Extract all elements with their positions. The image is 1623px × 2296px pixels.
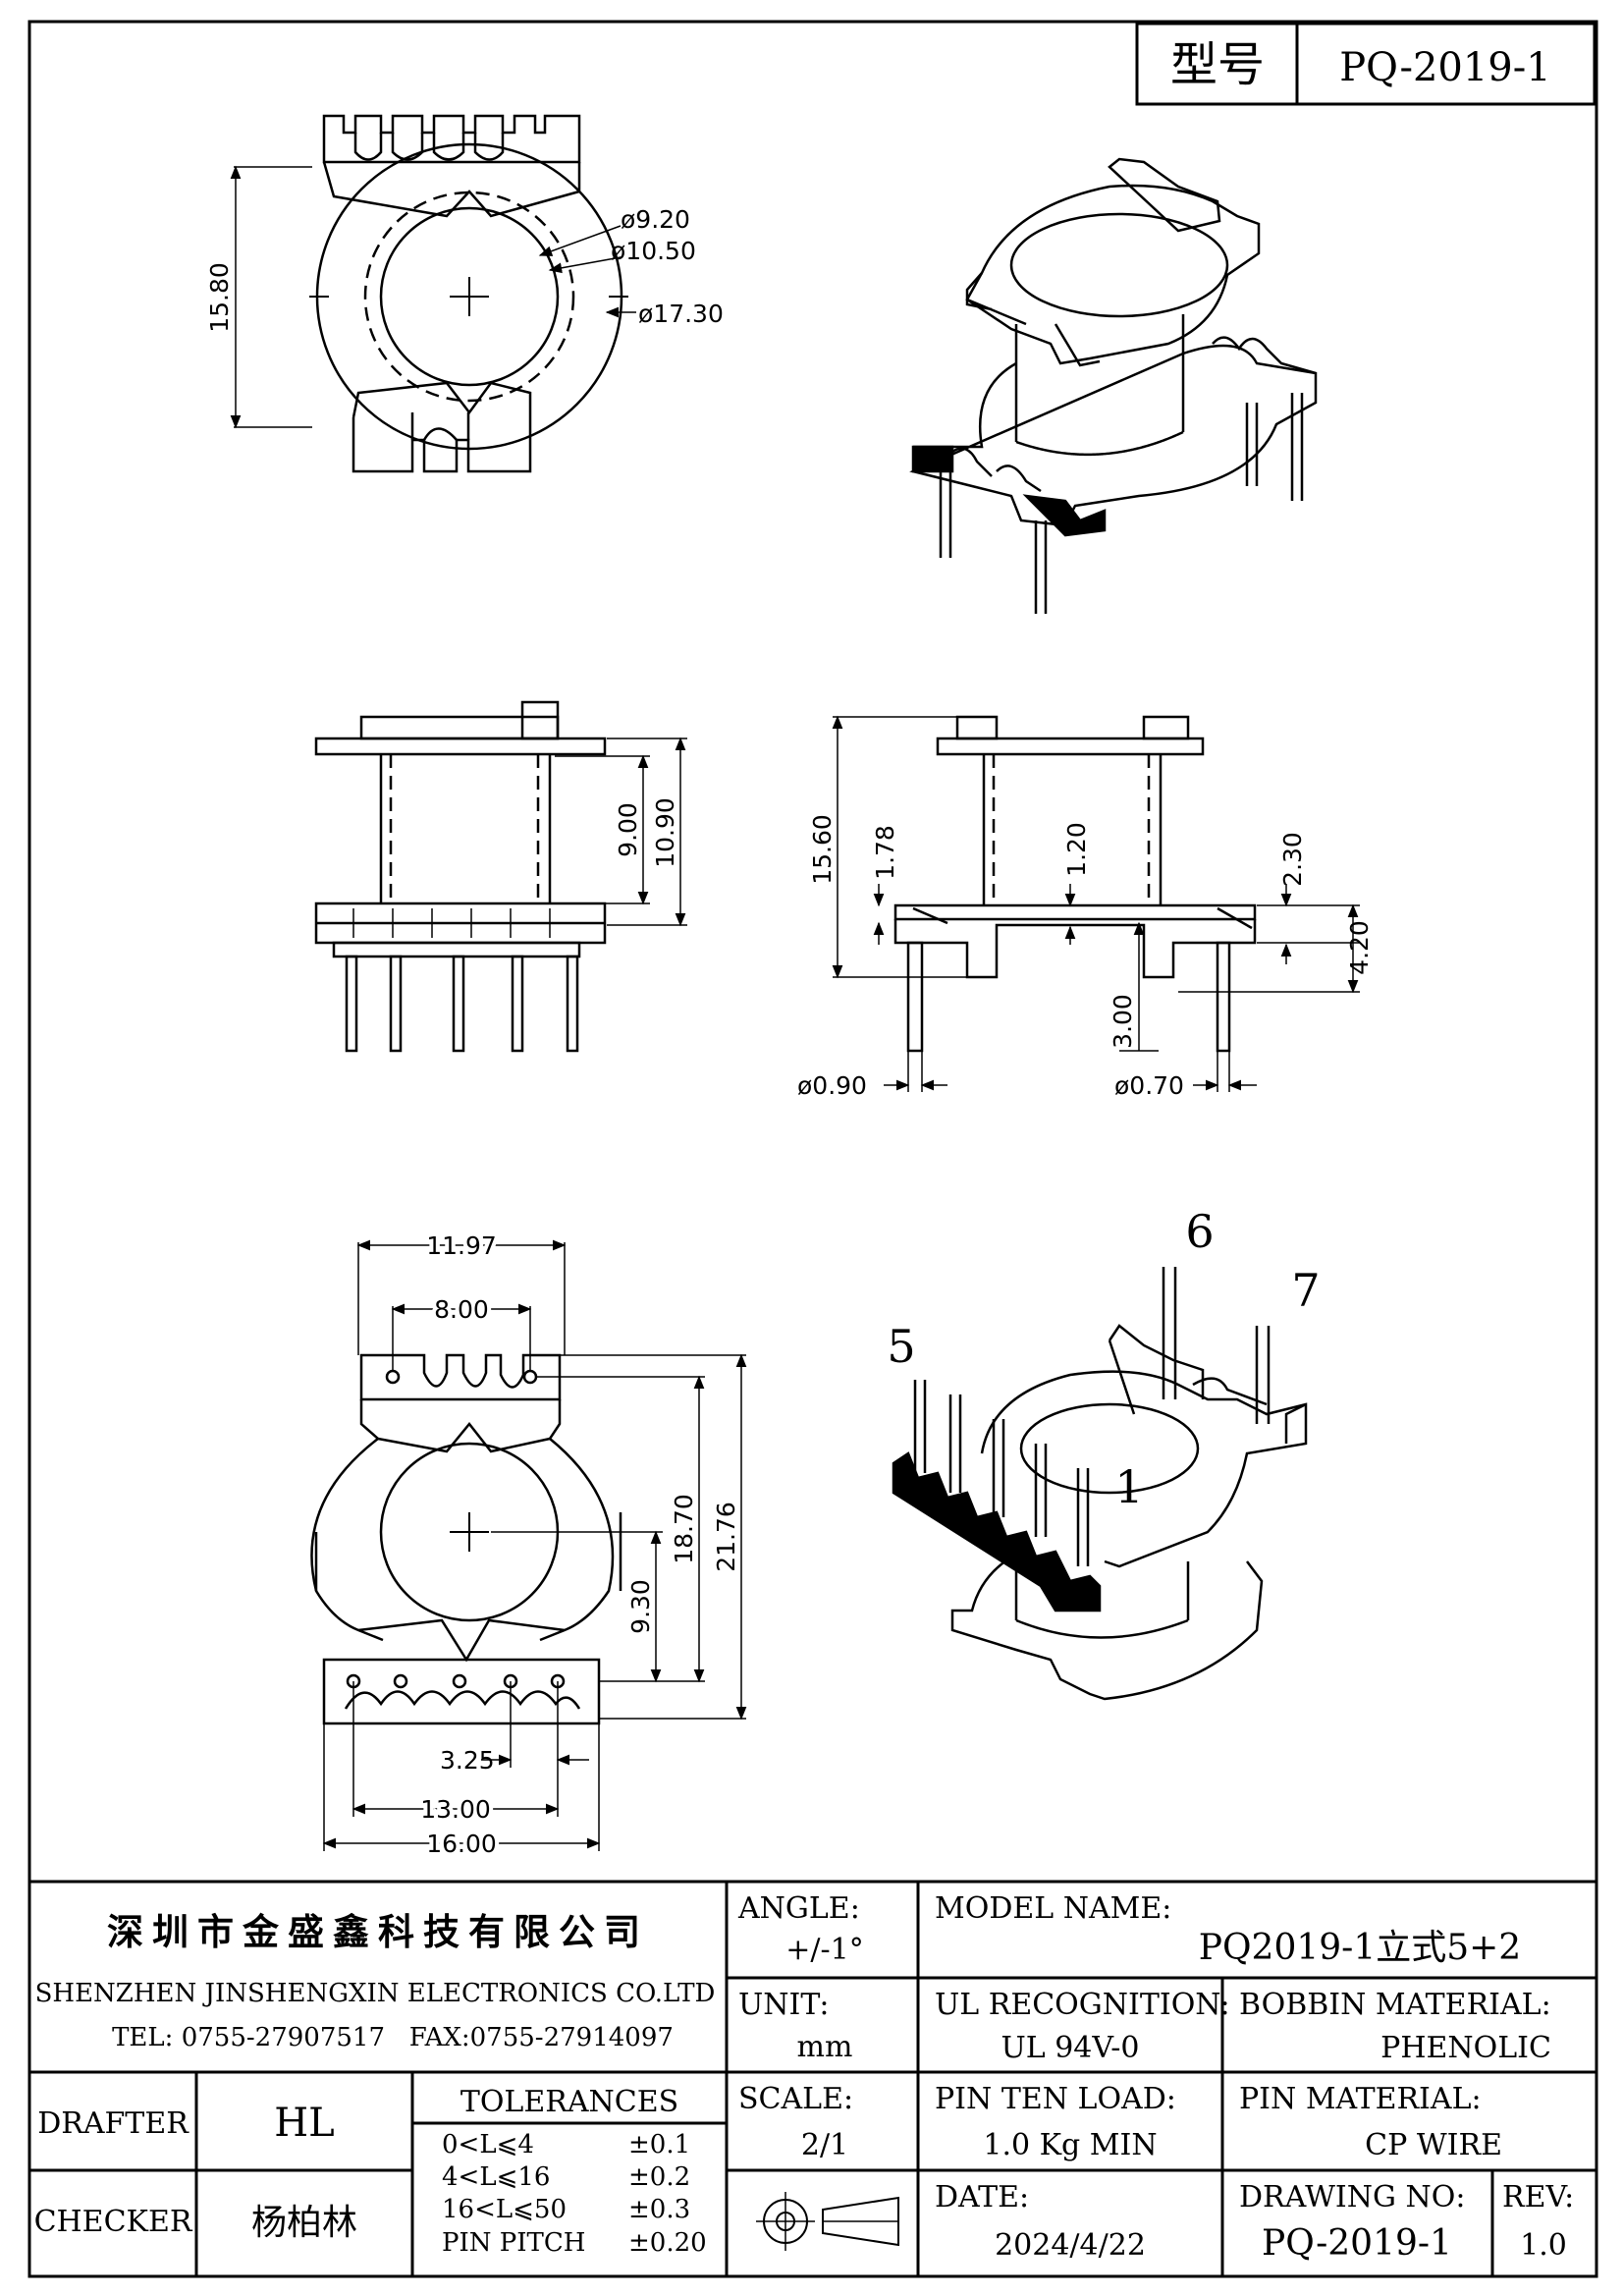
pin-ten-load-value: 1.0 Kg MIN bbox=[983, 2128, 1157, 2162]
rev-label: REV: bbox=[1502, 2180, 1574, 2214]
company-name-cn: 深圳市金盛鑫科技有限公司 bbox=[107, 1910, 649, 1953]
dim-top-height: 15.80 bbox=[205, 262, 234, 333]
drawing-no-value: PQ-2019-1 bbox=[1262, 2223, 1452, 2264]
drafter-value: HL bbox=[274, 2101, 334, 2146]
bottom-view bbox=[310, 1239, 747, 1851]
tolerance-value-2: ±0.2 bbox=[628, 2162, 690, 2192]
bobbin-material-value: PHENOLIC bbox=[1380, 2031, 1551, 2065]
bobbin-material-label: BOBBIN MATERIAL: bbox=[1239, 1988, 1551, 2022]
angle-label: ANGLE: bbox=[737, 1891, 860, 1926]
dim-front-inner: 9.00 bbox=[614, 802, 642, 857]
company-contact: TEL: 0755-27907517 FAX:0755-27914097 bbox=[112, 2023, 674, 2052]
dim-bottom-slot: 8.00 bbox=[434, 1295, 489, 1324]
dim-bottom-width-total: 16.00 bbox=[426, 1830, 497, 1858]
model-box: 型号 PQ-2019-1 bbox=[1135, 22, 1596, 106]
front-view bbox=[314, 700, 687, 1053]
checker-label: CHECKER bbox=[34, 2205, 193, 2239]
pin-material-label: PIN MATERIAL: bbox=[1239, 2082, 1482, 2116]
ul-label: UL RECOGNITION: bbox=[935, 1988, 1230, 2022]
title-block bbox=[29, 1880, 1596, 2276]
angle-value: +/-1° bbox=[785, 1933, 863, 1967]
dim-bottom-pitch: 3.25 bbox=[440, 1746, 495, 1775]
tolerance-range-3: 16<L⩽50 bbox=[442, 2195, 567, 2224]
iso-view-bottom bbox=[892, 1267, 1308, 1701]
dim-bottom-width-top: 11.97 bbox=[426, 1231, 497, 1260]
company-name-en: SHENZHEN JINSHENGXIN ELECTRONICS CO.LTD bbox=[35, 1979, 716, 2008]
unit-label: UNIT: bbox=[738, 1988, 829, 2022]
dim-top-d2: ø10.50 bbox=[611, 237, 696, 265]
dim-side-h1: 2.30 bbox=[1278, 832, 1307, 887]
date-value: 2024/4/22 bbox=[995, 2228, 1146, 2263]
dim-side-pin-d1: ø0.90 bbox=[797, 1071, 867, 1100]
pin-material-value: CP WIRE bbox=[1365, 2128, 1502, 2162]
dim-side-h2: 4.20 bbox=[1345, 920, 1374, 975]
date-label: DATE: bbox=[935, 2180, 1029, 2214]
checker-value: 杨柏林 bbox=[251, 2203, 357, 2243]
dim-bottom-h-outer: 21.76 bbox=[712, 1502, 740, 1572]
tolerance-value-4: ±0.20 bbox=[628, 2228, 707, 2258]
scale-value: 2/1 bbox=[801, 2128, 848, 2162]
side-view bbox=[832, 715, 1360, 1092]
tolerances-title: TOLERANCES bbox=[460, 2085, 678, 2119]
unit-value: mm bbox=[797, 2030, 853, 2064]
model-name-value: PQ2019-1立式5+2 bbox=[1199, 1928, 1521, 1968]
rev-value: 1.0 bbox=[1520, 2228, 1567, 2263]
dim-top-d1: ø9.20 bbox=[621, 205, 690, 234]
dim-front-outer: 10.90 bbox=[651, 797, 679, 868]
dim-bottom-center: 9.30 bbox=[626, 1579, 655, 1634]
iso-view-top bbox=[909, 157, 1318, 614]
dim-side-flange: 1.78 bbox=[871, 825, 899, 880]
pin-ten-load-label: PIN TEN LOAD: bbox=[935, 2082, 1176, 2116]
model-box-label: 型号 bbox=[1170, 37, 1265, 92]
tolerance-value-1: ±0.1 bbox=[628, 2130, 690, 2159]
dim-top-d3: ø17.30 bbox=[638, 300, 724, 328]
tolerance-value-3: ±0.3 bbox=[628, 2195, 690, 2224]
pin-number-7: 7 bbox=[1291, 1264, 1320, 1317]
pin-number-5: 5 bbox=[887, 1320, 915, 1373]
model-box-value: PQ-2019-1 bbox=[1339, 45, 1550, 90]
tolerance-range-2: 4<L⩽16 bbox=[442, 2162, 550, 2192]
sheet-border bbox=[27, 20, 1598, 2278]
dim-bottom-pin-span: 13.00 bbox=[420, 1795, 491, 1824]
model-name-label: MODEL NAME: bbox=[935, 1891, 1171, 1926]
dim-side-wall: 1.20 bbox=[1062, 822, 1091, 877]
drafter-label: DRAFTER bbox=[37, 2106, 189, 2141]
tolerance-range-1: 0<L⩽4 bbox=[442, 2130, 534, 2159]
drawing-no-label: DRAWING NO: bbox=[1239, 2180, 1465, 2214]
pin-number-1: 1 bbox=[1114, 1460, 1143, 1513]
ul-value: UL 94V-0 bbox=[1001, 2031, 1139, 2065]
dim-side-pin-len: 3.00 bbox=[1109, 994, 1137, 1049]
tolerance-range-4: PIN PITCH bbox=[442, 2228, 585, 2258]
pin-number-6: 6 bbox=[1185, 1205, 1214, 1258]
dim-bottom-h-inner: 18.70 bbox=[670, 1494, 698, 1564]
scale-label: SCALE: bbox=[738, 2082, 853, 2116]
top-view bbox=[230, 114, 636, 473]
dim-side-pin-d2: ø0.70 bbox=[1114, 1071, 1184, 1100]
dim-side-total: 15.60 bbox=[808, 814, 837, 885]
